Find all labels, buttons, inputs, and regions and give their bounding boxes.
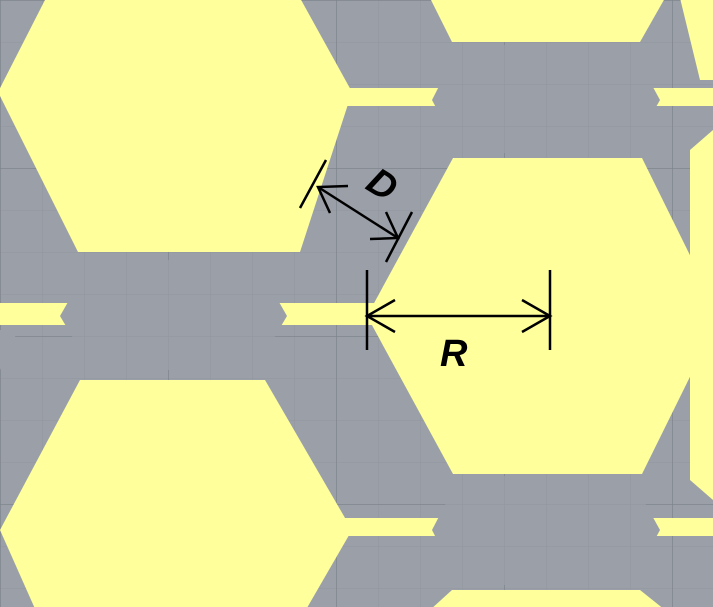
small-cell-bottom-grid [432,476,660,585]
hexagon-edge-right [690,130,713,500]
small-cell-top-grid [432,45,660,153]
hexagon-edge-top-mid [431,0,664,42]
hexagon-large-top-left [0,0,352,252]
dimension-D-extension-2 [384,211,414,263]
small-cell-edge-left [0,330,18,370]
band-row-bottom-right [340,518,450,536]
small-cell-grid [60,45,660,585]
hexagon-large-bottom-left [0,380,352,607]
hexagon-edge-bottom-mid [433,590,662,607]
dimension-R-arrowhead-1 [364,298,396,334]
band-row-top-right [340,88,450,106]
dimension-D-arrowhead-2 [369,211,400,241]
dimension-D-extension-1 [298,159,328,209]
dimension-R [364,270,553,350]
dimension-D-arrow-line [317,185,399,240]
edge-yellow-pieces [431,0,713,607]
small-cell-left-grid [60,260,287,370]
dimension-D-arrowhead-1 [316,184,349,214]
dimension-R-arrowhead-2 [521,298,553,334]
dimension-D [298,159,414,263]
hexagon-edge-top-right [680,0,713,80]
dimension-R-label: R [440,333,468,375]
